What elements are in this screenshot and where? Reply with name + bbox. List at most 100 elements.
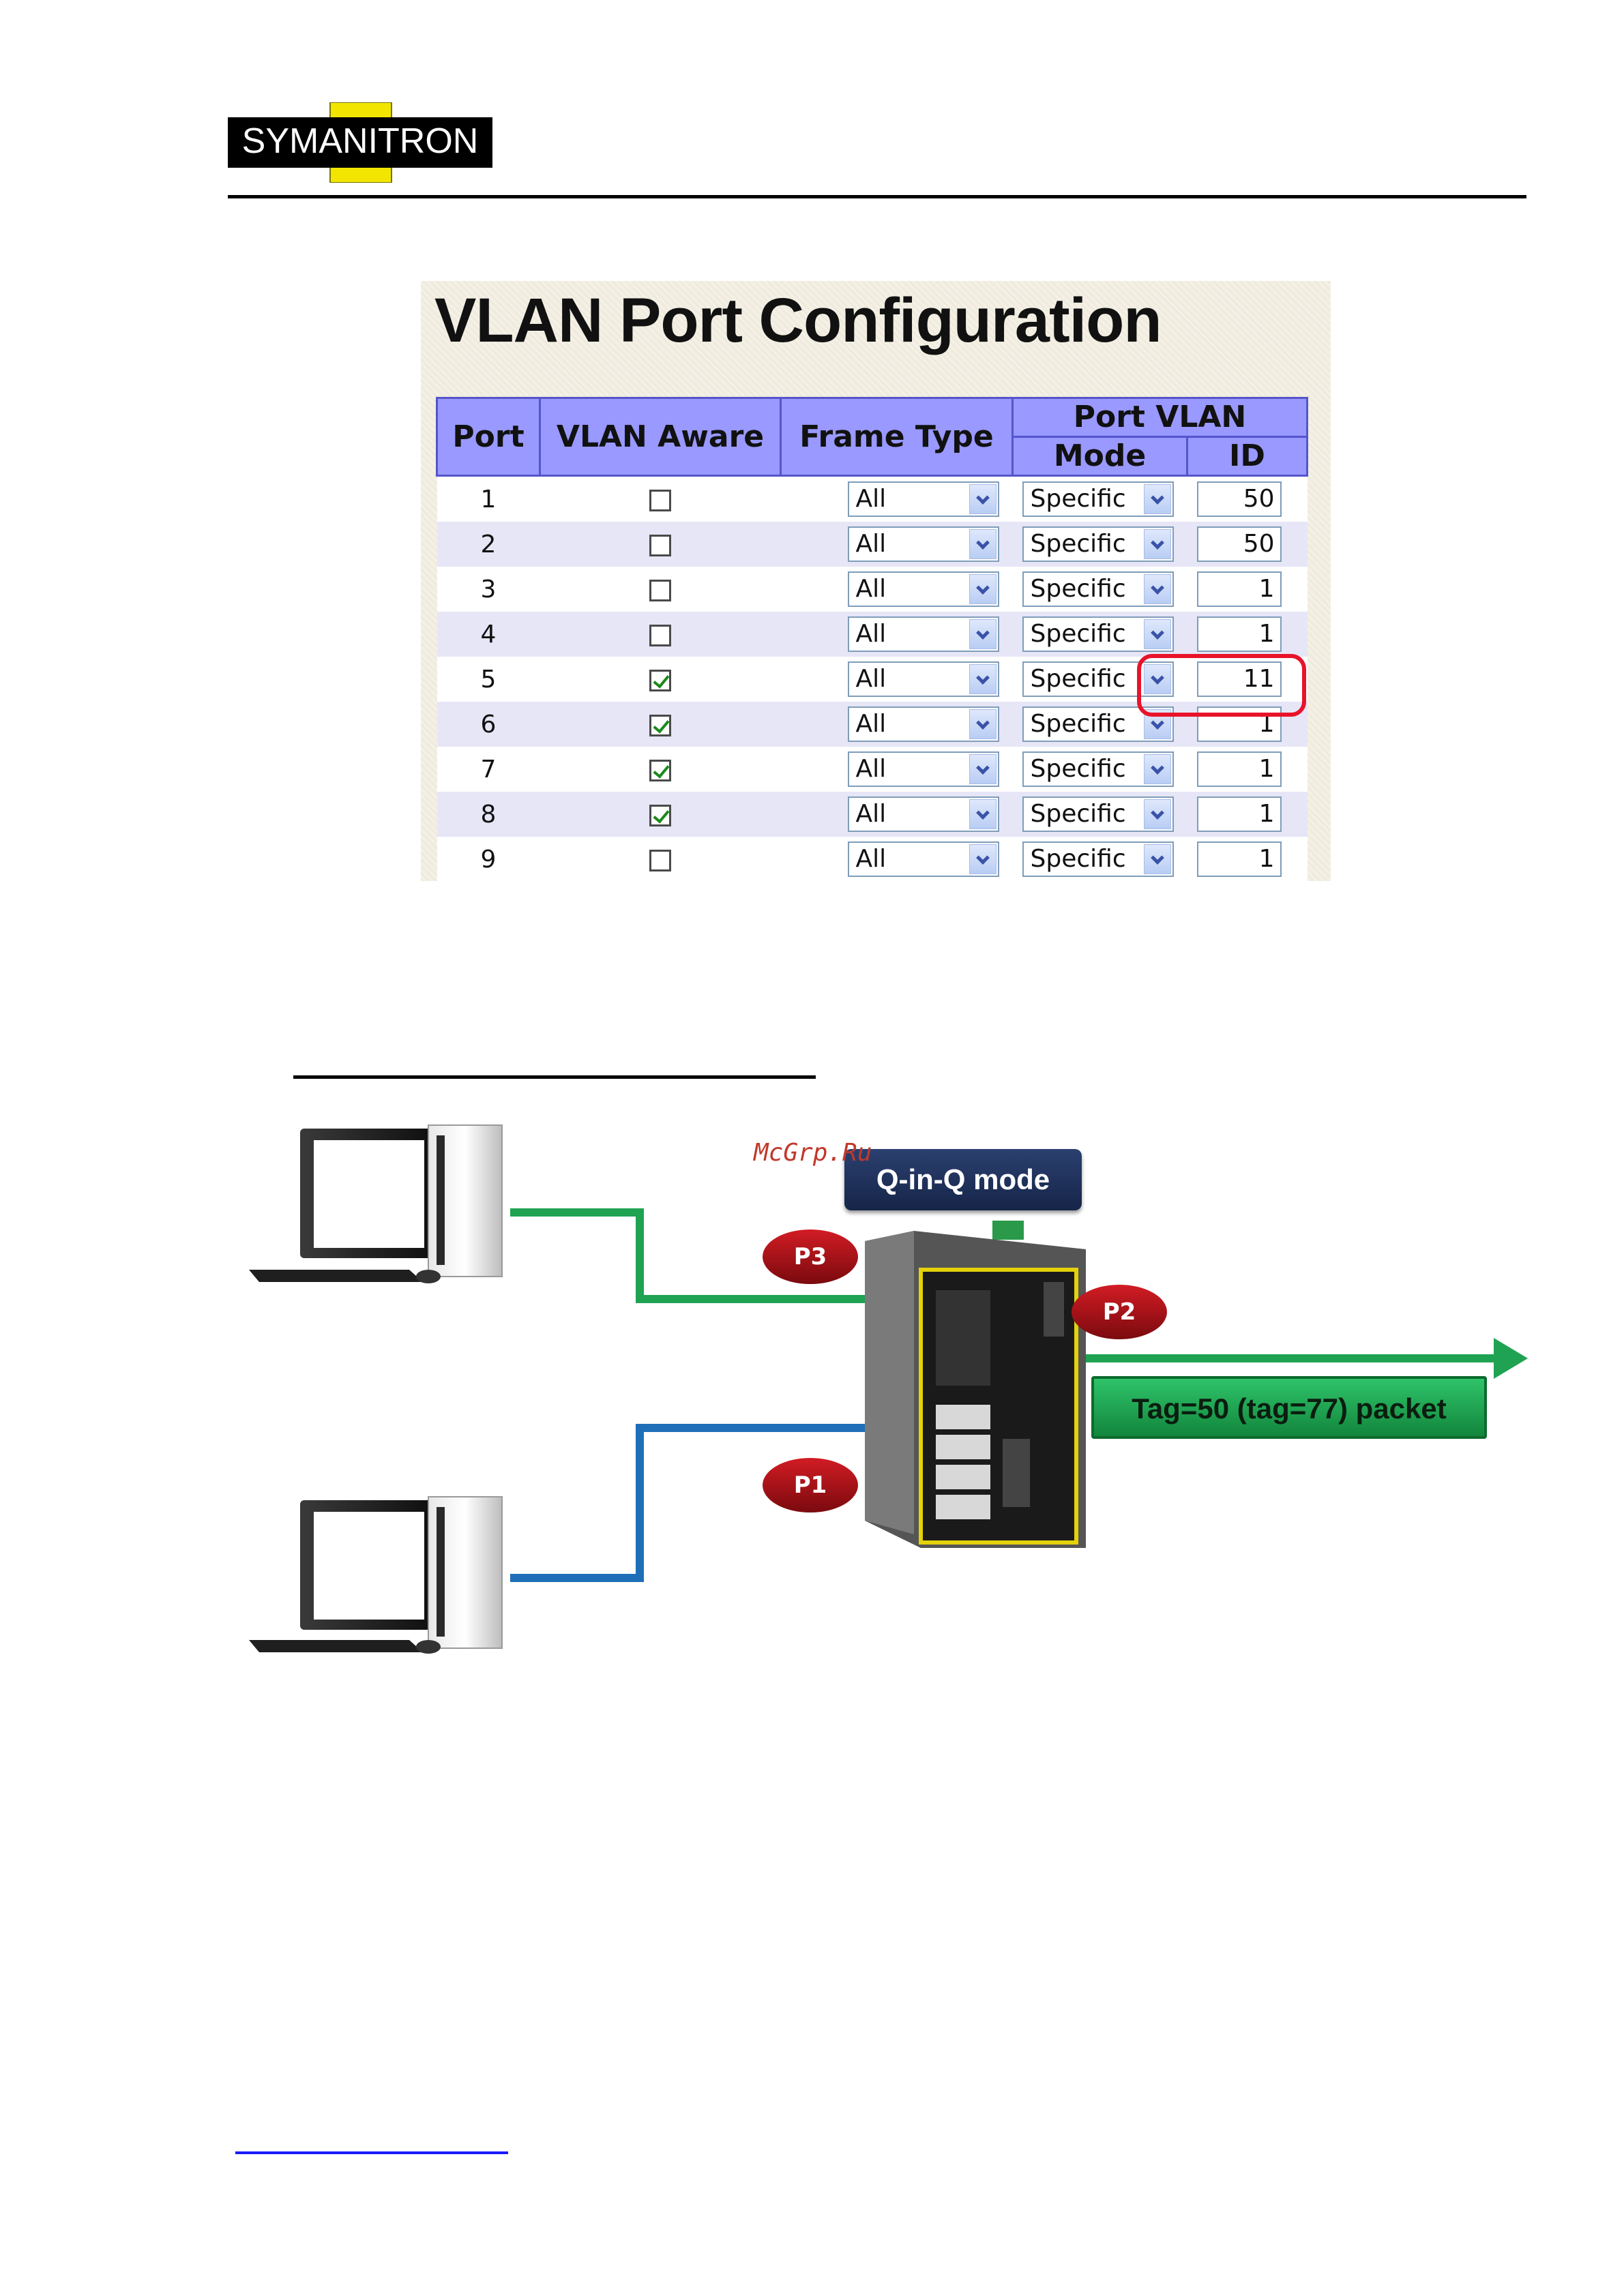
logo-text: SYMANITRON bbox=[242, 121, 479, 161]
chevron-down-icon[interactable] bbox=[969, 754, 996, 784]
chevron-down-icon[interactable] bbox=[1143, 754, 1171, 784]
chevron-down-icon[interactable] bbox=[969, 844, 996, 874]
frame-type-value: All bbox=[855, 755, 887, 783]
port-number: 7 bbox=[437, 747, 540, 792]
vlan-aware-checkbox[interactable] bbox=[649, 579, 671, 601]
frame-type-value: All bbox=[855, 710, 887, 738]
frame-type-select[interactable]: All bbox=[847, 706, 999, 742]
mode-select[interactable]: Specific bbox=[1022, 841, 1174, 877]
port-label-p1: P1 bbox=[793, 1472, 827, 1499]
vlan-id-input[interactable]: 1 bbox=[1196, 751, 1282, 787]
vlan-id-input[interactable]: 50 bbox=[1196, 526, 1282, 562]
mode-select[interactable]: Specific bbox=[1022, 481, 1174, 517]
vlan-aware-checkbox[interactable] bbox=[649, 759, 671, 781]
frame-type-value: All bbox=[855, 845, 887, 873]
col-header-frame-type: Frame Type bbox=[780, 397, 1014, 477]
vlan-aware-cell bbox=[540, 702, 781, 747]
chevron-down-icon[interactable] bbox=[1143, 574, 1171, 604]
vlan-aware-checkbox[interactable] bbox=[649, 624, 671, 646]
vlan-id-input[interactable]: 1 bbox=[1196, 571, 1282, 607]
vlan-id-input[interactable]: 1 bbox=[1196, 616, 1282, 652]
vlan-aware-checkbox[interactable] bbox=[649, 804, 671, 826]
mode-cell: Specific bbox=[1012, 792, 1187, 837]
frame-type-select[interactable]: All bbox=[847, 571, 999, 607]
frame-type-select[interactable]: All bbox=[847, 481, 999, 517]
chevron-down-icon[interactable] bbox=[969, 799, 996, 829]
chevron-down-icon[interactable] bbox=[969, 619, 996, 649]
id-cell: 50 bbox=[1187, 522, 1308, 567]
vlan-id-input[interactable]: 11 bbox=[1196, 661, 1282, 697]
chevron-down-icon[interactable] bbox=[1143, 529, 1171, 559]
frame-type-cell: All bbox=[780, 522, 1013, 567]
mode-cell: Specific bbox=[1012, 657, 1187, 702]
mode-select[interactable]: Specific bbox=[1022, 796, 1174, 832]
frame-type-select[interactable]: All bbox=[847, 751, 999, 787]
port-number: 3 bbox=[437, 567, 540, 612]
chevron-down-icon[interactable] bbox=[1143, 664, 1171, 694]
frame-type-cell: All bbox=[780, 475, 1013, 522]
chevron-down-icon[interactable] bbox=[1143, 799, 1171, 829]
qinq-mode-label: Q-in-Q mode bbox=[844, 1149, 1082, 1210]
vlan-aware-cell bbox=[540, 522, 781, 567]
frame-type-value: All bbox=[855, 575, 887, 603]
vlan-aware-checkbox[interactable] bbox=[649, 534, 671, 556]
chevron-down-icon[interactable] bbox=[969, 529, 996, 559]
chevron-down-icon[interactable] bbox=[969, 484, 996, 514]
port-number: 4 bbox=[437, 612, 540, 657]
chevron-down-icon[interactable] bbox=[969, 664, 996, 694]
mode-cell: Specific bbox=[1012, 612, 1187, 657]
vlan-aware-cell bbox=[540, 612, 781, 657]
chevron-down-icon[interactable] bbox=[969, 574, 996, 604]
chevron-down-icon[interactable] bbox=[1143, 619, 1171, 649]
vlan-port-table: Port VLAN Aware Frame Type Port VLAN Mod… bbox=[436, 397, 1308, 881]
vlan-id-input[interactable]: 1 bbox=[1196, 796, 1282, 832]
frame-type-value: All bbox=[855, 665, 887, 693]
port-label-p3: P3 bbox=[793, 1243, 827, 1270]
mode-select[interactable]: Specific bbox=[1022, 571, 1174, 607]
table-row: 7 All Specific 1 bbox=[437, 747, 1308, 792]
vlan-aware-checkbox[interactable] bbox=[649, 849, 671, 871]
vlan-id-input[interactable]: 50 bbox=[1196, 481, 1282, 517]
vlan-id-input[interactable]: 1 bbox=[1196, 841, 1282, 877]
mode-value: Specific bbox=[1030, 620, 1126, 648]
vlan-id-input[interactable]: 1 bbox=[1196, 706, 1282, 742]
id-cell: 1 bbox=[1187, 567, 1308, 612]
mode-select[interactable]: Specific bbox=[1022, 661, 1174, 697]
mode-value: Specific bbox=[1030, 485, 1126, 513]
frame-type-select[interactable]: All bbox=[847, 526, 999, 562]
id-cell: 1 bbox=[1187, 702, 1308, 747]
id-cell: 1 bbox=[1187, 747, 1308, 792]
frame-type-select[interactable]: All bbox=[847, 661, 999, 697]
vlan-aware-checkbox[interactable] bbox=[649, 714, 671, 736]
watermark: McGrp.Ru bbox=[754, 1139, 872, 1167]
footer-link-underline[interactable] bbox=[235, 2151, 508, 2154]
mode-select[interactable]: Specific bbox=[1022, 751, 1174, 787]
frame-type-select[interactable]: All bbox=[847, 841, 999, 877]
computer-top-icon bbox=[249, 1124, 503, 1283]
frame-type-select[interactable]: All bbox=[847, 796, 999, 832]
mode-value: Specific bbox=[1030, 530, 1126, 558]
col-header-id: ID bbox=[1186, 436, 1308, 477]
frame-type-cell: All bbox=[780, 612, 1013, 657]
mode-select[interactable]: Specific bbox=[1022, 616, 1174, 652]
vlan-aware-checkbox[interactable] bbox=[649, 669, 671, 691]
chevron-down-icon[interactable] bbox=[969, 709, 996, 739]
vlan-aware-checkbox[interactable] bbox=[649, 489, 671, 511]
mode-value: Specific bbox=[1030, 665, 1126, 693]
frame-type-select[interactable]: All bbox=[847, 616, 999, 652]
vlan-aware-cell bbox=[540, 747, 781, 792]
frame-type-value: All bbox=[855, 800, 887, 828]
chevron-down-icon[interactable] bbox=[1143, 484, 1171, 514]
id-cell: 50 bbox=[1187, 475, 1308, 522]
highlight-box bbox=[1137, 654, 1306, 717]
switch-device-icon bbox=[865, 1221, 1086, 1548]
table-row: 3 All Specific 1 bbox=[437, 567, 1308, 612]
mode-value: Specific bbox=[1030, 755, 1126, 783]
port-number: 6 bbox=[437, 702, 540, 747]
mode-cell: Specific bbox=[1012, 567, 1187, 612]
mode-select[interactable]: Specific bbox=[1022, 526, 1174, 562]
chevron-down-icon[interactable] bbox=[1143, 844, 1171, 874]
